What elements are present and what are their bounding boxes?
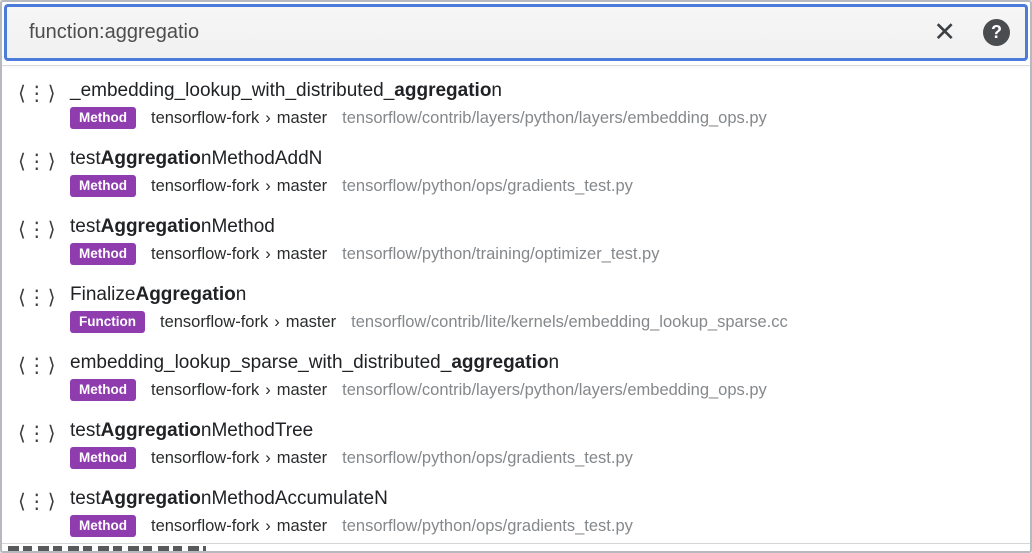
- chevron-separator-icon: ›: [265, 176, 271, 195]
- code-symbol-icon: ⟨⋮⟩: [18, 353, 57, 377]
- clipped-text-sliver: [8, 546, 206, 551]
- repo-name: tensorflow-fork: [160, 312, 269, 331]
- repo-name: tensorflow-fork: [151, 516, 260, 535]
- results-list: ⟨⋮⟩ _embedding_lookup_with_distributed_a…: [2, 66, 1030, 545]
- chevron-separator-icon: ›: [274, 312, 280, 331]
- chevron-separator-icon: ›: [265, 448, 271, 467]
- code-symbol-icon: ⟨⋮⟩: [18, 149, 57, 173]
- code-symbol-icon: ⟨⋮⟩: [18, 217, 57, 241]
- result-row[interactable]: ⟨⋮⟩ testAggregationMethodAddN Method ten…: [2, 137, 1030, 205]
- symbol-kind-badge: Method: [70, 243, 136, 265]
- symbol-kind-badge: Method: [70, 515, 136, 537]
- result-row[interactable]: ⟨⋮⟩ embedding_lookup_sparse_with_distrib…: [2, 341, 1030, 409]
- search-input[interactable]: [7, 7, 934, 58]
- query-match: aggregatio: [394, 80, 492, 101]
- branch-name: master: [276, 176, 328, 195]
- repo-name: tensorflow-fork: [151, 448, 260, 467]
- symbol-kind-badge: Function: [70, 311, 145, 333]
- branch-name: master: [276, 448, 328, 467]
- code-symbol-icon: ⟨⋮⟩: [18, 489, 57, 513]
- symbol-title: embedding_lookup_sparse_with_distributed…: [70, 352, 560, 373]
- query-match: Aggregatio: [100, 148, 201, 169]
- file-path: tensorflow/python/ops/gradients_test.py: [342, 448, 633, 467]
- symbol-kind-badge: Method: [70, 107, 136, 129]
- query-match: Aggregatio: [100, 216, 201, 237]
- symbol-kind-badge: Method: [70, 379, 136, 401]
- code-symbol-icon: ⟨⋮⟩: [18, 81, 57, 105]
- file-path: tensorflow/contrib/layers/python/layers/…: [342, 380, 767, 399]
- symbol-title: testAggregationMethodAddN: [70, 148, 323, 169]
- code-symbol-icon: ⟨⋮⟩: [18, 285, 57, 309]
- symbol-kind-badge: Method: [70, 175, 136, 197]
- repo-name: tensorflow-fork: [151, 108, 260, 127]
- chevron-separator-icon: ›: [265, 380, 271, 399]
- result-row[interactable]: ⟨⋮⟩ _embedding_lookup_with_distributed_a…: [2, 69, 1030, 137]
- branch-name: master: [276, 380, 328, 399]
- query-match: Aggregatio: [100, 420, 201, 441]
- branch-name: master: [276, 108, 328, 127]
- symbol-title: FinalizeAggregation: [70, 284, 247, 305]
- result-row[interactable]: ⟨⋮⟩ testAggregationMethod Method tensorf…: [2, 205, 1030, 273]
- repo-name: tensorflow-fork: [151, 244, 260, 263]
- file-path: tensorflow/python/ops/gradients_test.py: [342, 176, 633, 195]
- file-path: tensorflow/python/training/optimizer_tes…: [342, 244, 660, 263]
- query-match: Aggregatio: [135, 284, 236, 305]
- code-symbol-icon: ⟨⋮⟩: [18, 421, 57, 445]
- branch-name: master: [276, 516, 328, 535]
- repo-name: tensorflow-fork: [151, 176, 260, 195]
- symbol-title: _embedding_lookup_with_distributed_aggre…: [70, 80, 502, 101]
- search-bar: ✕ ?: [4, 4, 1028, 61]
- query-match: aggregatio: [451, 352, 549, 373]
- clear-search-icon[interactable]: ✕: [933, 17, 956, 48]
- file-path: tensorflow/python/ops/gradients_test.py: [342, 516, 633, 535]
- symbol-title: testAggregationMethodAccumulateN: [70, 488, 388, 509]
- chevron-separator-icon: ›: [265, 244, 271, 263]
- result-row[interactable]: ⟨⋮⟩ FinalizeAggregation Function tensorf…: [2, 273, 1030, 341]
- chevron-separator-icon: ›: [265, 516, 271, 535]
- repo-name: tensorflow-fork: [151, 380, 260, 399]
- search-results-divider: [2, 65, 1030, 66]
- chevron-separator-icon: ›: [265, 108, 271, 127]
- symbol-title: testAggregationMethodTree: [70, 420, 314, 441]
- branch-name: master: [285, 312, 337, 331]
- help-icon[interactable]: ?: [983, 19, 1010, 46]
- query-match: Aggregatio: [100, 488, 201, 509]
- branch-name: master: [276, 244, 328, 263]
- symbol-kind-badge: Method: [70, 447, 136, 469]
- symbol-title: testAggregationMethod: [70, 216, 275, 237]
- result-row[interactable]: ⟨⋮⟩ testAggregationMethodAccumulateN Met…: [2, 477, 1030, 545]
- partially-visible-result-row: [2, 543, 1030, 551]
- result-row[interactable]: ⟨⋮⟩ testAggregationMethodTree Method ten…: [2, 409, 1030, 477]
- file-path: tensorflow/contrib/lite/kernels/embeddin…: [351, 312, 788, 331]
- file-path: tensorflow/contrib/layers/python/layers/…: [342, 108, 767, 127]
